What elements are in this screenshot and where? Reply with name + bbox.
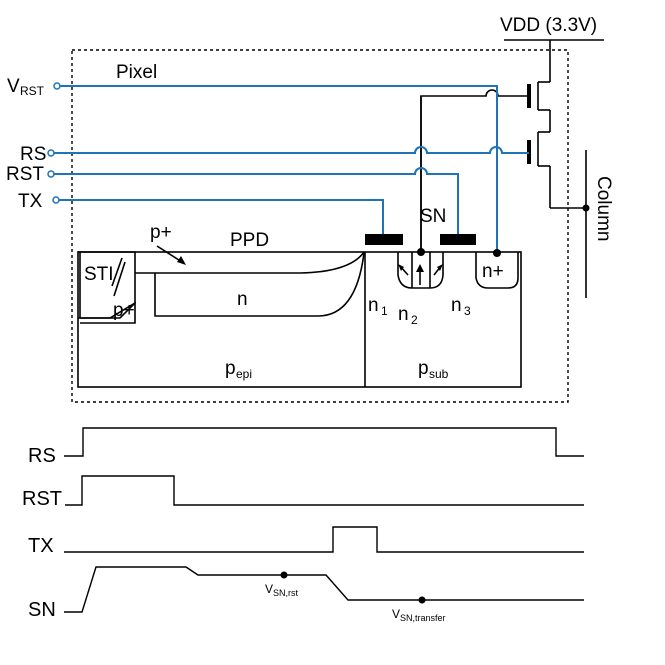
p-plus-side-label: p+ [113,300,135,321]
svg-text:V: V [392,607,400,621]
psub-label: p sub [418,358,449,381]
svg-text:RST: RST [20,84,45,98]
svg-text:n: n [451,295,462,316]
svg-text:1: 1 [381,304,388,318]
svg-text:SN,rst: SN,rst [273,588,299,598]
rst-wire [54,167,459,234]
svg-text:TX: TX [28,535,54,557]
v-sn-rst-label: V SN,rst [265,582,299,598]
svg-text:p: p [225,358,236,379]
pepi-label: p epi [225,358,252,381]
column-label: Column [593,176,614,241]
n-region-label: n [237,289,248,310]
pixel-boundary [71,49,569,403]
v-sn-transfer-label: V SN,transfer [392,607,446,623]
input-vrst: V RST [7,76,61,98]
svg-text:RS: RS [20,144,46,165]
sti-label: STI [84,264,114,285]
input-tx: TX [18,191,60,212]
svg-text:RST: RST [6,164,44,185]
vdd-label: VDD (3.3V) [500,15,597,36]
svg-text:n: n [398,304,409,325]
waveform-sn: SN [28,566,584,621]
svg-text:SN,transfer: SN,transfer [400,613,446,623]
rs-wire [54,146,529,154]
input-rst: RST [6,164,55,185]
svg-text:V: V [265,582,273,596]
sn-label: SN [420,206,446,227]
waveform-tx: TX [28,526,584,557]
row-select-transistor [527,131,590,212]
waveform-rs: RS [28,427,584,467]
svg-text:RST: RST [22,488,62,510]
svg-text:SN: SN [28,599,56,621]
tx-wire [59,199,384,234]
svg-text:RS: RS [28,445,56,467]
n-plus-label: n+ [482,261,504,282]
v-sn-transfer-marker [418,596,426,604]
input-rs: RS [20,144,55,165]
svg-text:TX: TX [18,191,43,212]
svg-text:2: 2 [411,313,418,327]
svg-text:sub: sub [429,367,449,381]
n3-label: n 3 [451,295,471,318]
ppd-label: PPD [230,230,269,251]
svg-text:n: n [368,295,379,316]
vrst-wire [60,85,498,253]
p-plus-top-label: p+ [150,222,172,243]
svg-text:p: p [418,358,429,379]
n1-label: n 1 [368,295,388,318]
svg-text:epi: epi [236,367,252,381]
waveform-rst: RST [22,475,584,510]
svg-text:3: 3 [464,304,471,318]
v-sn-rst-marker [280,571,288,579]
source-follower-transistor [527,81,551,132]
n2-label: n 2 [398,304,418,327]
pixel-label: Pixel [116,62,157,83]
device-cross-section [77,234,522,388]
svg-text:V: V [7,76,20,97]
